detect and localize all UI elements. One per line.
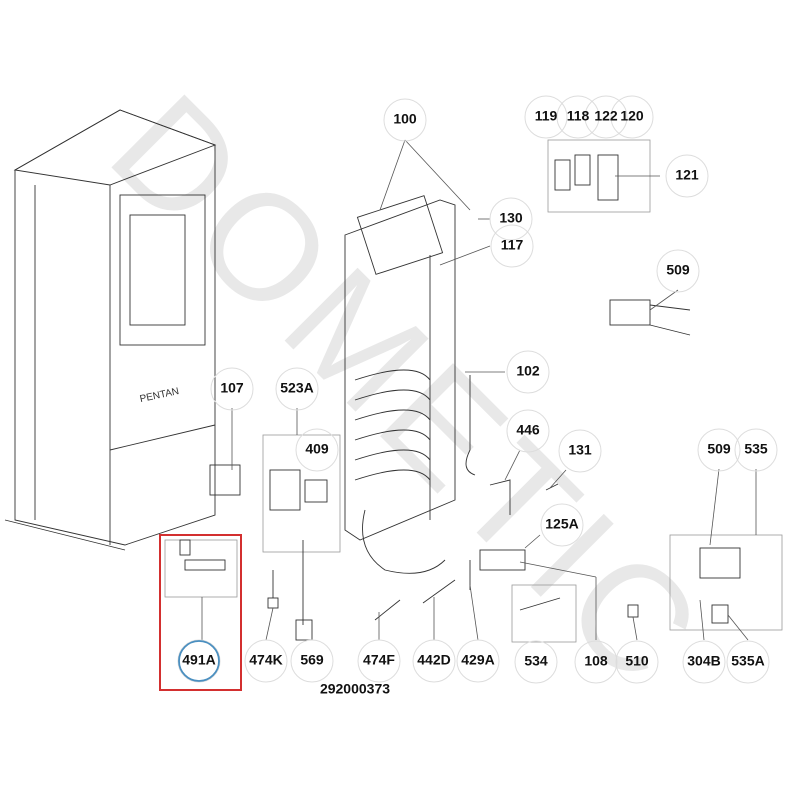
part-label-429a[interactable]: 429A: [461, 652, 494, 668]
part-label-442d[interactable]: 442D: [417, 652, 450, 668]
cabinet-drawing: [4, 109, 217, 551]
part-label-509[interactable]: 509: [666, 262, 690, 278]
label-circle: [506, 350, 550, 394]
part-label-491a[interactable]: 491A: [182, 652, 215, 668]
part-label-535a[interactable]: 535A: [731, 653, 764, 669]
label-circle: [556, 95, 600, 139]
part-label-107[interactable]: 107: [220, 380, 244, 396]
label-circle: [506, 409, 550, 453]
part-label-523a[interactable]: 523A: [280, 380, 313, 396]
part-label-510[interactable]: 510: [625, 653, 649, 669]
part-label-409[interactable]: 409: [305, 441, 329, 457]
cabinet-text: PENTAN: [139, 386, 180, 405]
part-label-120[interactable]: 120: [620, 108, 644, 124]
part-label-121[interactable]: 121: [675, 167, 699, 183]
leader-lines: [201, 139, 757, 641]
label-circle: [290, 639, 334, 683]
label-circle: [615, 640, 659, 684]
label-circle: [456, 639, 500, 683]
label-circle: [514, 640, 558, 684]
label-circle: [524, 95, 568, 139]
part-label-108[interactable]: 108: [584, 653, 608, 669]
part-label-131[interactable]: 131: [568, 442, 592, 458]
label-circle: [734, 428, 778, 472]
part-label-474f[interactable]: 474F: [363, 652, 395, 668]
label-circle: [177, 639, 221, 683]
part-label-100[interactable]: 100: [393, 111, 417, 127]
label-circle: [610, 95, 654, 139]
part-label-130[interactable]: 130: [499, 210, 523, 226]
label-circle: [210, 367, 254, 411]
highlight-box: [159, 534, 242, 691]
cooling-unit-drawing: [344, 195, 476, 574]
part-label-535[interactable]: 535: [744, 441, 768, 457]
part-label-117[interactable]: 117: [501, 237, 524, 253]
part-label-125a[interactable]: 125A: [545, 516, 578, 532]
label-circle: [490, 224, 534, 268]
label-circle: [697, 428, 741, 472]
part-label-122[interactable]: 122: [594, 108, 618, 124]
label-circle: [558, 429, 602, 473]
part-label-119[interactable]: 119: [535, 108, 558, 124]
label-circles: [177, 95, 778, 684]
label-circle: [665, 154, 709, 198]
part-label-118[interactable]: 118: [567, 108, 590, 124]
small-parts-drawing: [179, 154, 741, 641]
part-label-304b[interactable]: 304B: [687, 653, 720, 669]
part-label-534[interactable]: 534: [524, 653, 548, 669]
part-label-569[interactable]: 569: [300, 652, 324, 668]
label-circle: [383, 98, 427, 142]
label-circle: [275, 367, 319, 411]
label-circle: [412, 639, 456, 683]
part-label-446[interactable]: 446: [516, 422, 540, 438]
label-circle: [489, 197, 533, 241]
highlight-circle: [178, 640, 220, 682]
drawing-number: 292000373: [320, 681, 390, 697]
label-circle: [244, 639, 288, 683]
label-circle: [682, 640, 726, 684]
part-label-474k[interactable]: 474K: [249, 652, 282, 668]
label-circle: [656, 249, 700, 293]
label-circle: [540, 503, 584, 547]
part-label-102[interactable]: 102: [516, 363, 540, 379]
label-circle: [295, 428, 339, 472]
part-label-509b[interactable]: 509: [707, 441, 731, 457]
label-circle: [726, 640, 770, 684]
label-circle: [574, 640, 618, 684]
label-circle: [584, 95, 628, 139]
label-circle: [357, 639, 401, 683]
